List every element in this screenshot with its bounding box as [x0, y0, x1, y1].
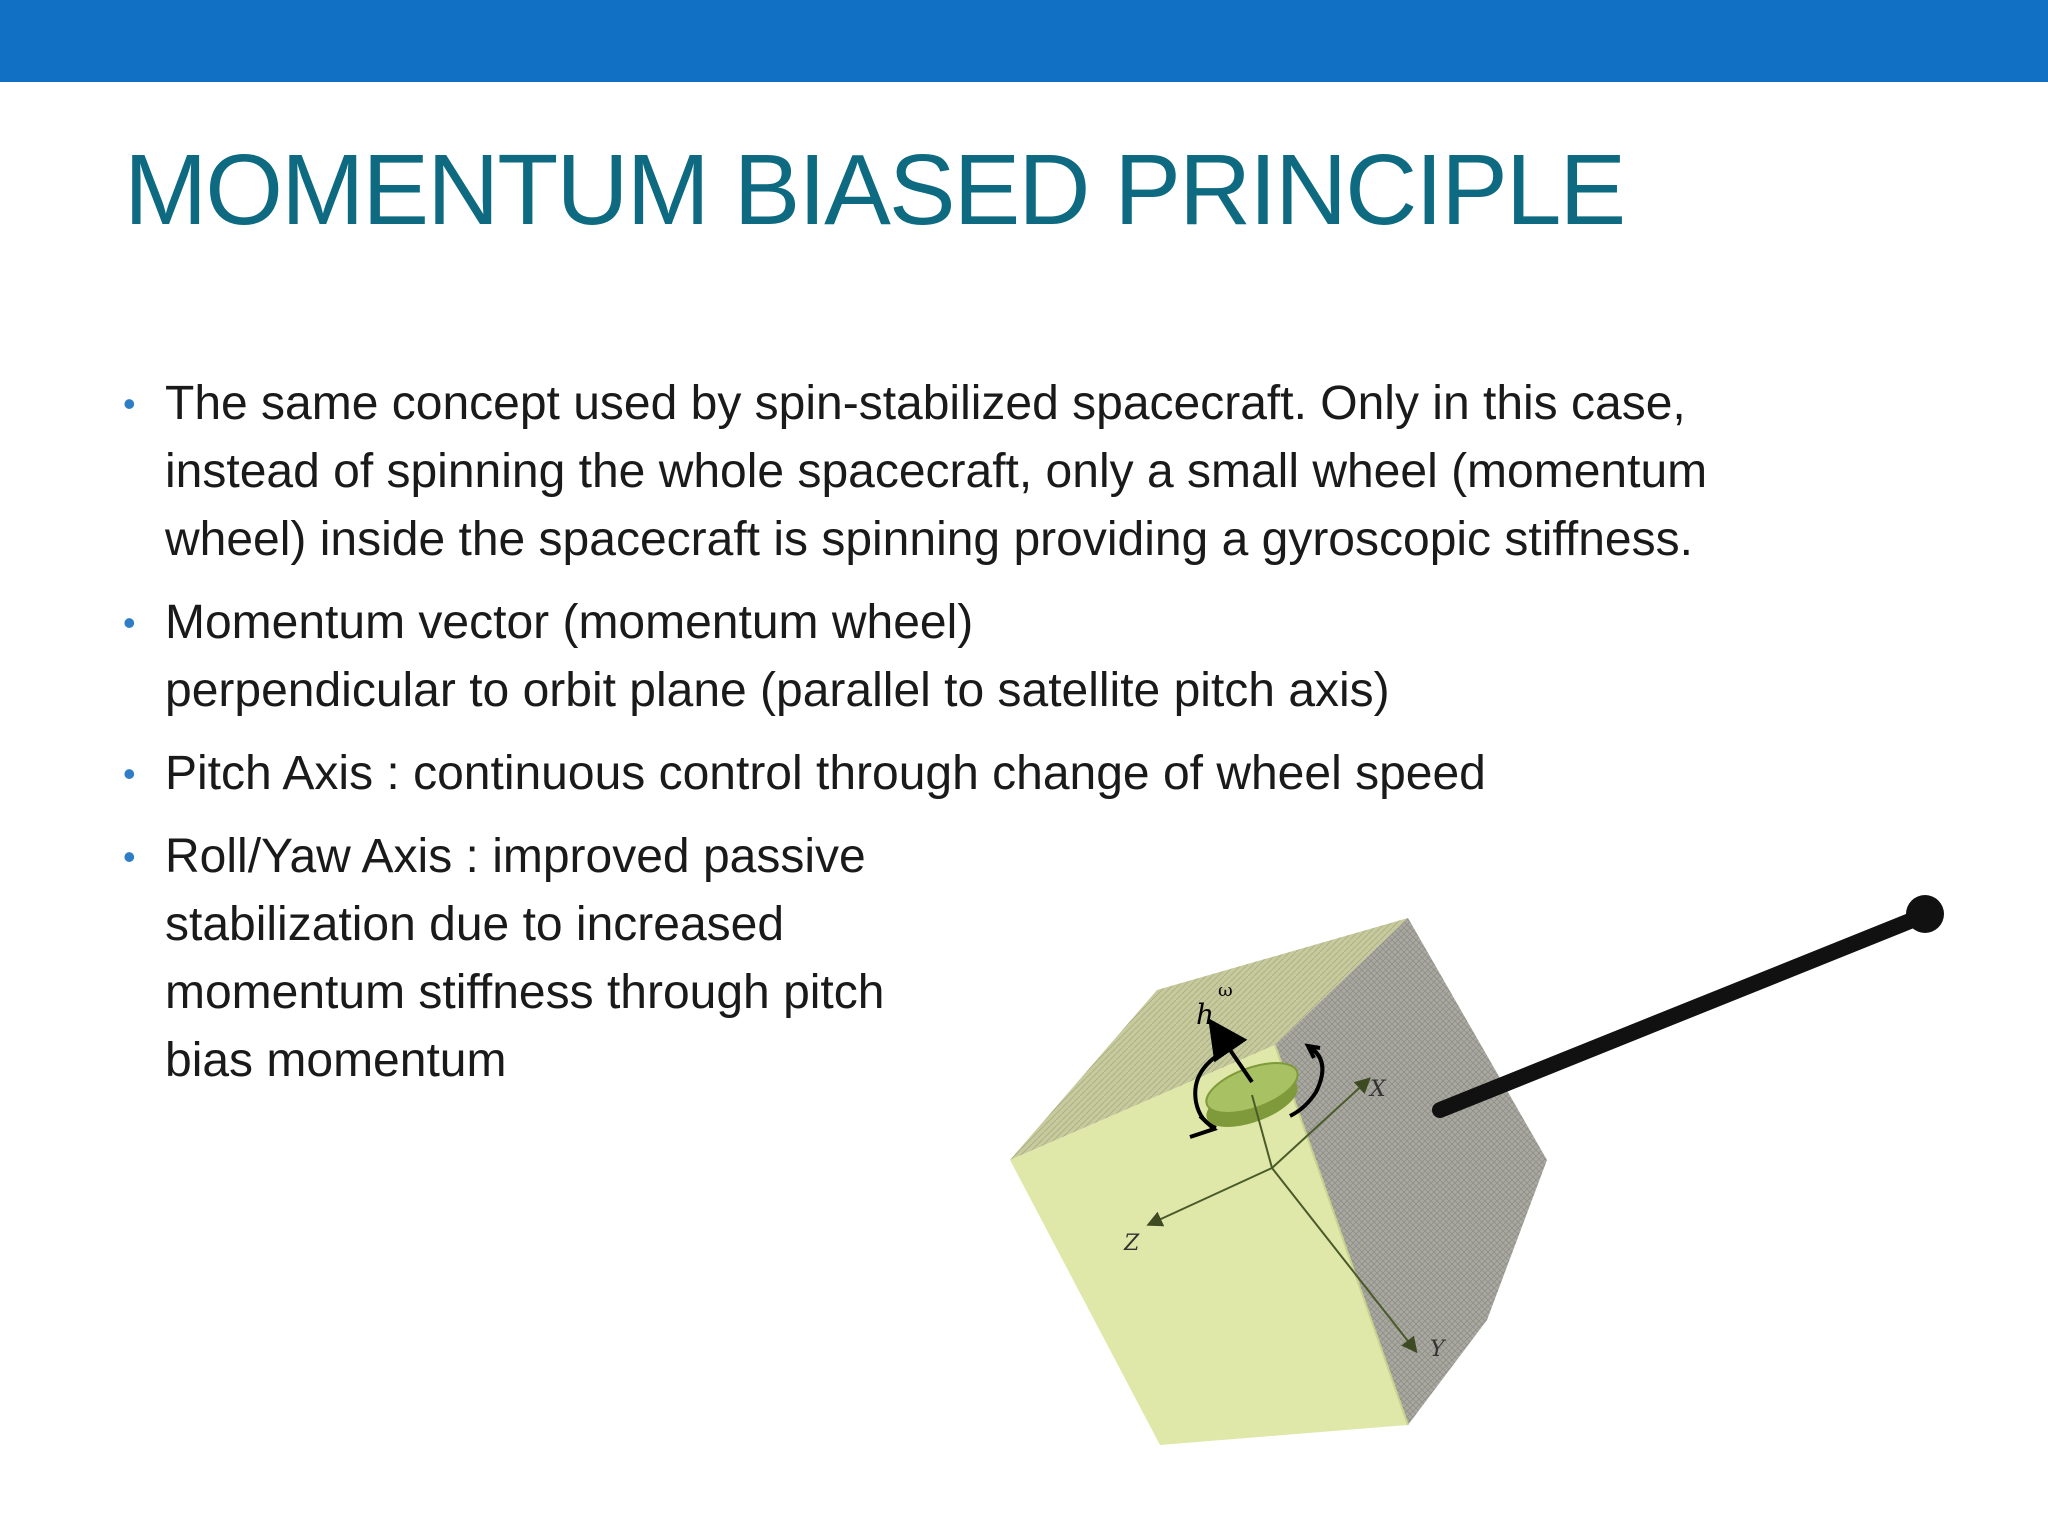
bullet-marker: •	[123, 836, 136, 877]
bullet-item-momentum-vector: • Momentum vector (momentum wheel) perpe…	[120, 589, 1940, 725]
bullet-marker: •	[123, 602, 136, 643]
bullet-item-roll-yaw-axis: • Roll/Yaw Axis : improved passive stabi…	[120, 823, 1940, 1095]
axis-z	[1146, 1167, 1273, 1227]
cube-edge	[1274, 1044, 1409, 1426]
axis-x	[1271, 1077, 1371, 1169]
bullet-line: Roll/Yaw Axis : improved passive	[165, 830, 866, 883]
rotation-arrow-right	[1289, 1044, 1325, 1118]
axis-spin	[1251, 1094, 1273, 1169]
axis-y	[1271, 1167, 1418, 1354]
rotation-arrow-left-tip	[1189, 1114, 1218, 1139]
cube-side-face	[1275, 918, 1547, 1425]
bullet-marker: •	[123, 383, 136, 424]
bullet-line: Momentum vector (momentum wheel)	[165, 596, 974, 649]
bullet-line: perpendicular to orbit plane (parallel t…	[165, 664, 1390, 717]
label-h: h	[1196, 998, 1214, 1031]
top-bar	[0, 0, 2048, 82]
label-omega: ω	[1218, 980, 1233, 1001]
bullet-item-spin-concept: • The same concept used by spin-stabiliz…	[120, 370, 1940, 574]
momentum-vector-arrow	[1208, 1018, 1254, 1084]
bullet-line: wheel) inside the spacecraft is spinning…	[165, 513, 1693, 566]
bullet-line: bias momentum	[165, 1034, 507, 1087]
bullet-item-pitch-axis: • Pitch Axis : continuous control throug…	[120, 740, 1940, 808]
slide-title: MOMENTUM BIASED PRINCIPLE	[124, 134, 1626, 246]
label-y: Y	[1430, 1337, 1447, 1362]
bullet-line: Pitch Axis : continuous control through …	[165, 747, 1486, 800]
bullet-line: The same concept used by spin-stabilized…	[165, 377, 1686, 430]
bullet-line: stabilization due to increased	[165, 898, 785, 951]
satellite-diagram: ω h X Z Y	[1010, 895, 1944, 1445]
bullet-line: momentum stiffness through pitch	[165, 966, 885, 1019]
boom	[1432, 907, 1933, 1118]
label-z: Z	[1123, 1231, 1140, 1256]
label-x: X	[1368, 1077, 1387, 1102]
rotation-arrow-right-tip	[1304, 1043, 1321, 1059]
bullet-list: • The same concept used by spin-stabiliz…	[120, 370, 1940, 1110]
cube-front-face	[1010, 1045, 1408, 1445]
boom-tip	[1906, 895, 1944, 933]
bullet-line: instead of spinning the whole spacecraft…	[165, 445, 1708, 498]
bullet-marker: •	[123, 753, 136, 794]
